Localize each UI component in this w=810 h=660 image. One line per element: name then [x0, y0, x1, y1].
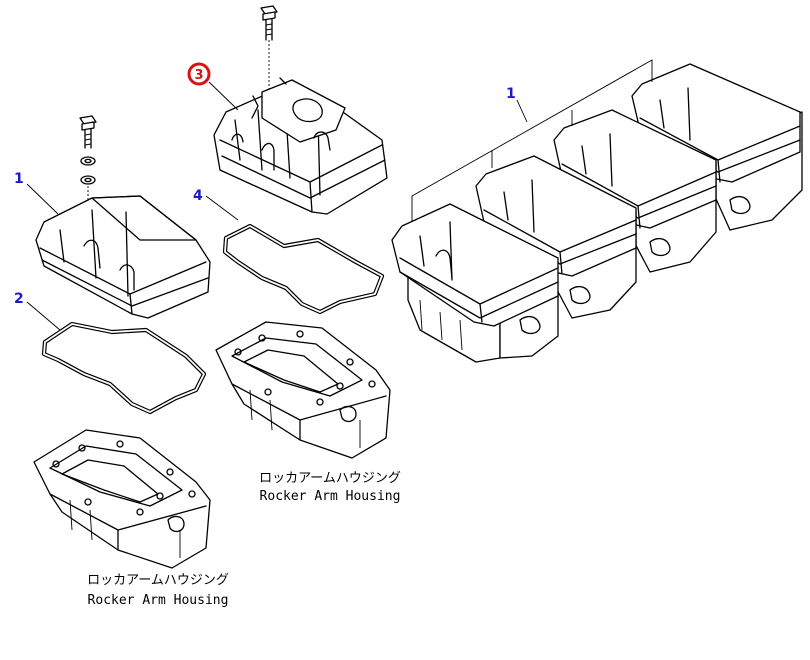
bolt-3 [260, 5, 278, 92]
caption-housing-front: ロッカアームハウジング Rocker Arm Housing [87, 573, 229, 608]
cover-1-single [35, 115, 211, 319]
caption-front-jp: ロッカアームハウジング [87, 573, 229, 588]
callout-3-badge[interactable]: 3 [187, 62, 211, 86]
callout-4-leader [205, 195, 239, 221]
callout-1a-label[interactable]: 1 [14, 171, 24, 187]
assembly-bracket-ticks [491, 110, 573, 168]
callout-4-label[interactable]: 4 [193, 188, 203, 204]
callout-1b-label[interactable]: 1 [506, 86, 516, 102]
gasket-2 [41, 321, 207, 415]
assembly-bracket [411, 59, 653, 222]
caption-rear-en: Rocker Arm Housing [260, 489, 401, 504]
caption-front-en: Rocker Arm Housing [88, 593, 229, 608]
housing-front [33, 429, 211, 569]
assembly-cover-1 [391, 203, 559, 363]
callout-2-leader [26, 301, 61, 331]
cover-assembly [391, 59, 803, 363]
callout-3-label: 3 [194, 68, 203, 83]
callout-2-label[interactable]: 2 [14, 291, 24, 307]
callout-3-leader [208, 81, 239, 111]
caption-housing-rear: ロッカアームハウジング Rocker Arm Housing [259, 471, 401, 504]
cover-3-group [213, 5, 388, 215]
housing-rear [215, 321, 391, 459]
callout-1a-leader [26, 183, 59, 215]
callout-1b-leader [516, 99, 528, 123]
caption-rear-jp: ロッカアームハウジング [259, 471, 401, 486]
gasket-4 [222, 223, 385, 315]
